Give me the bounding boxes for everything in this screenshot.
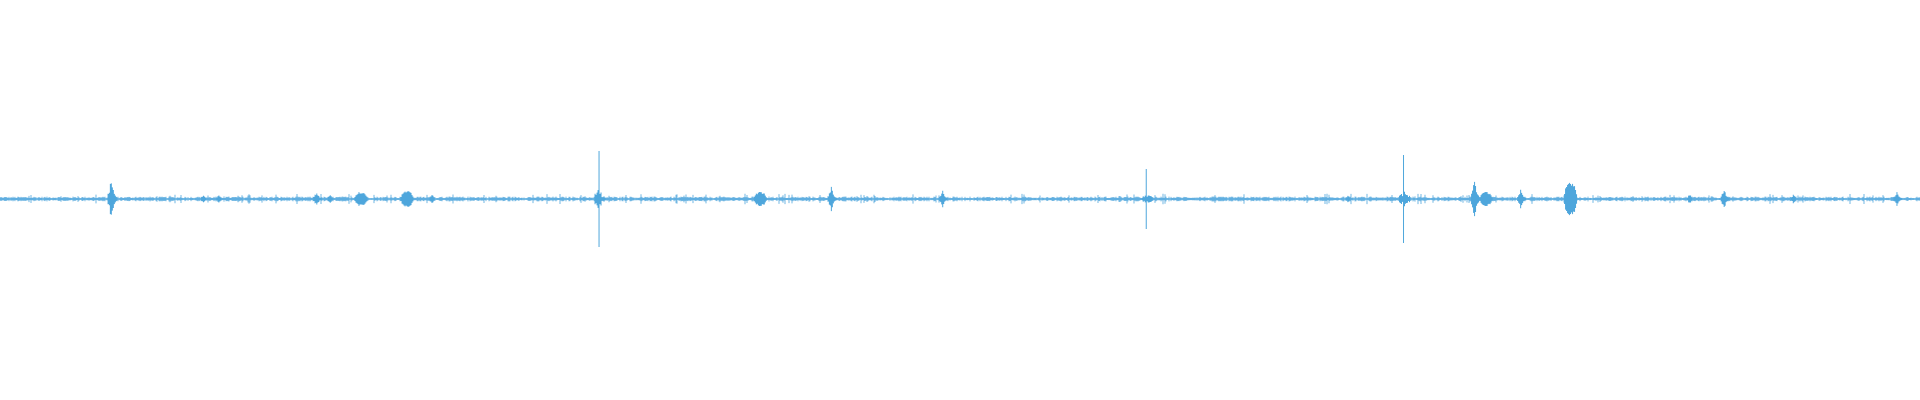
waveform-peak-10: [827, 186, 837, 212]
waveform-peak-18: [1564, 182, 1578, 216]
waveform-peak-8: [594, 151, 606, 247]
waveform-peak-1: [201, 195, 207, 203]
waveform-peak-9: [753, 191, 767, 207]
waveform-peak-7: [429, 194, 435, 204]
waveform-peak-11: [939, 190, 949, 208]
waveform-peak-3: [313, 193, 323, 205]
waveform-peak-5: [354, 192, 368, 206]
waveform-peak-22: [1893, 192, 1903, 206]
waveform-peak-15: [1471, 181, 1481, 217]
waveform-peak-14: [1399, 155, 1411, 243]
waveform-peak-13: [1345, 195, 1351, 203]
waveform-peak-2: [216, 195, 222, 203]
waveform-peak-20: [1720, 190, 1730, 208]
waveform-peak-17: [1517, 189, 1527, 209]
waveform-peak-16: [1479, 192, 1493, 206]
waveform-peak-6: [400, 191, 414, 207]
waveform-peak-12: [1141, 169, 1153, 229]
waveform-peak-4: [327, 195, 333, 203]
waveform-peak-19: [1687, 195, 1693, 203]
waveform-peak-0: [107, 183, 117, 215]
waveform-peak-21: [1790, 194, 1796, 204]
